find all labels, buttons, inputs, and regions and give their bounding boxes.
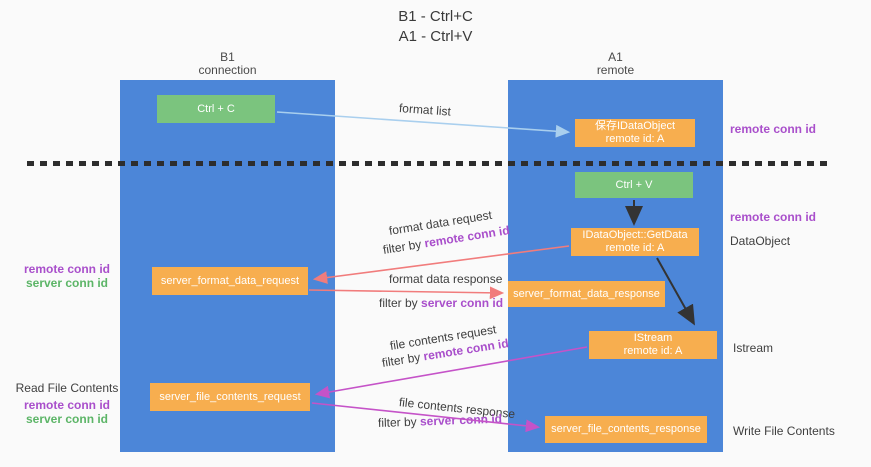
idataobject-getdata-box: IDataObject::GetData remote id: A [571, 228, 699, 256]
left-column-header-name: B1 [220, 50, 235, 64]
right-column-header: A1 remote [508, 51, 723, 77]
server-format-data-request-label: server_format_data_request [160, 274, 300, 287]
save-idataobject-line2: remote id: A [605, 133, 665, 145]
format-response-arrow [308, 286, 505, 300]
right-column-header-name: A1 [608, 50, 623, 64]
ctrl-c-label: Ctrl + C [197, 102, 235, 115]
write-file-contents-annotation: Write File Contents [733, 424, 835, 438]
server-format-data-response-box: server_format_data_response [508, 281, 665, 307]
server-file-contents-request-label: server_file_contents_request [159, 390, 301, 403]
dashed-divider [27, 161, 831, 166]
file-response-filter-label: filter by server conn id [378, 412, 502, 430]
format-data-response-label: format data response [389, 272, 503, 286]
server-format-data-request-box: server_format_data_request [152, 267, 308, 295]
left-remote-conn-id-format: remote conn id [23, 262, 110, 276]
server-file-contents-response-label: server_file_contents_response [551, 423, 701, 435]
server-format-data-response-label: server_format_data_response [513, 287, 660, 300]
dataobject-annotation: DataObject [730, 234, 791, 248]
save-idataobject-box: 保存IDataObject remote id: A [575, 119, 695, 147]
diagram-title: B1 - Ctrl+C A1 - Ctrl+V [0, 7, 871, 47]
format-response-filter-prefix: filter by [379, 296, 422, 310]
title-line-2: A1 - Ctrl+V [398, 28, 473, 45]
left-server-conn-id-format: server conn id [25, 276, 109, 290]
istream-line2: remote id: A [623, 345, 683, 357]
getdata-line2: remote id: A [605, 242, 665, 254]
left-server-conn-id-file: server conn id [25, 412, 109, 426]
server-file-contents-response-box: server_file_contents_response [545, 416, 707, 443]
left-remote-conn-id-file: remote conn id [23, 398, 110, 412]
ctrl-v-box: Ctrl + V [575, 172, 693, 198]
file-response-filter-key: server conn id [419, 411, 503, 429]
read-file-contents-annotation: Read File Contents [15, 381, 119, 395]
right-column-header-sub: remote [596, 63, 635, 77]
format-request-filter-prefix: filter by [381, 236, 426, 257]
file-request-filter-prefix: filter by [380, 349, 425, 370]
server-file-contents-request-box: server_file_contents_request [150, 383, 310, 411]
ctrl-v-label: Ctrl + V [615, 178, 653, 191]
remote-conn-id-annotation-mid: remote conn id [730, 210, 817, 224]
istream-box: IStream remote id: A [589, 331, 717, 359]
left-column-header: B1 connection [120, 51, 335, 77]
ctrl-c-box: Ctrl + C [157, 95, 275, 123]
format-response-filter-key: server conn id [421, 296, 504, 310]
left-format-annotations: remote conn id server conn id [7, 262, 127, 290]
left-column-header-sub: connection [198, 63, 257, 77]
format-list-label: format list [398, 101, 452, 119]
file-response-filter-prefix: filter by [377, 414, 421, 430]
left-file-annotations: Read File Contents remote conn id server… [7, 381, 127, 426]
getdata-line1: IDataObject::GetData [582, 229, 688, 241]
istream-annotation: Istream [733, 341, 774, 355]
save-idataobject-line1: 保存IDataObject [594, 120, 676, 132]
istream-line1: IStream [633, 332, 673, 344]
remote-conn-id-annotation-top: remote conn id [730, 122, 817, 136]
format-response-filter-label: filter by server conn id [379, 296, 503, 310]
title-line-1: B1 - Ctrl+C [398, 8, 473, 25]
